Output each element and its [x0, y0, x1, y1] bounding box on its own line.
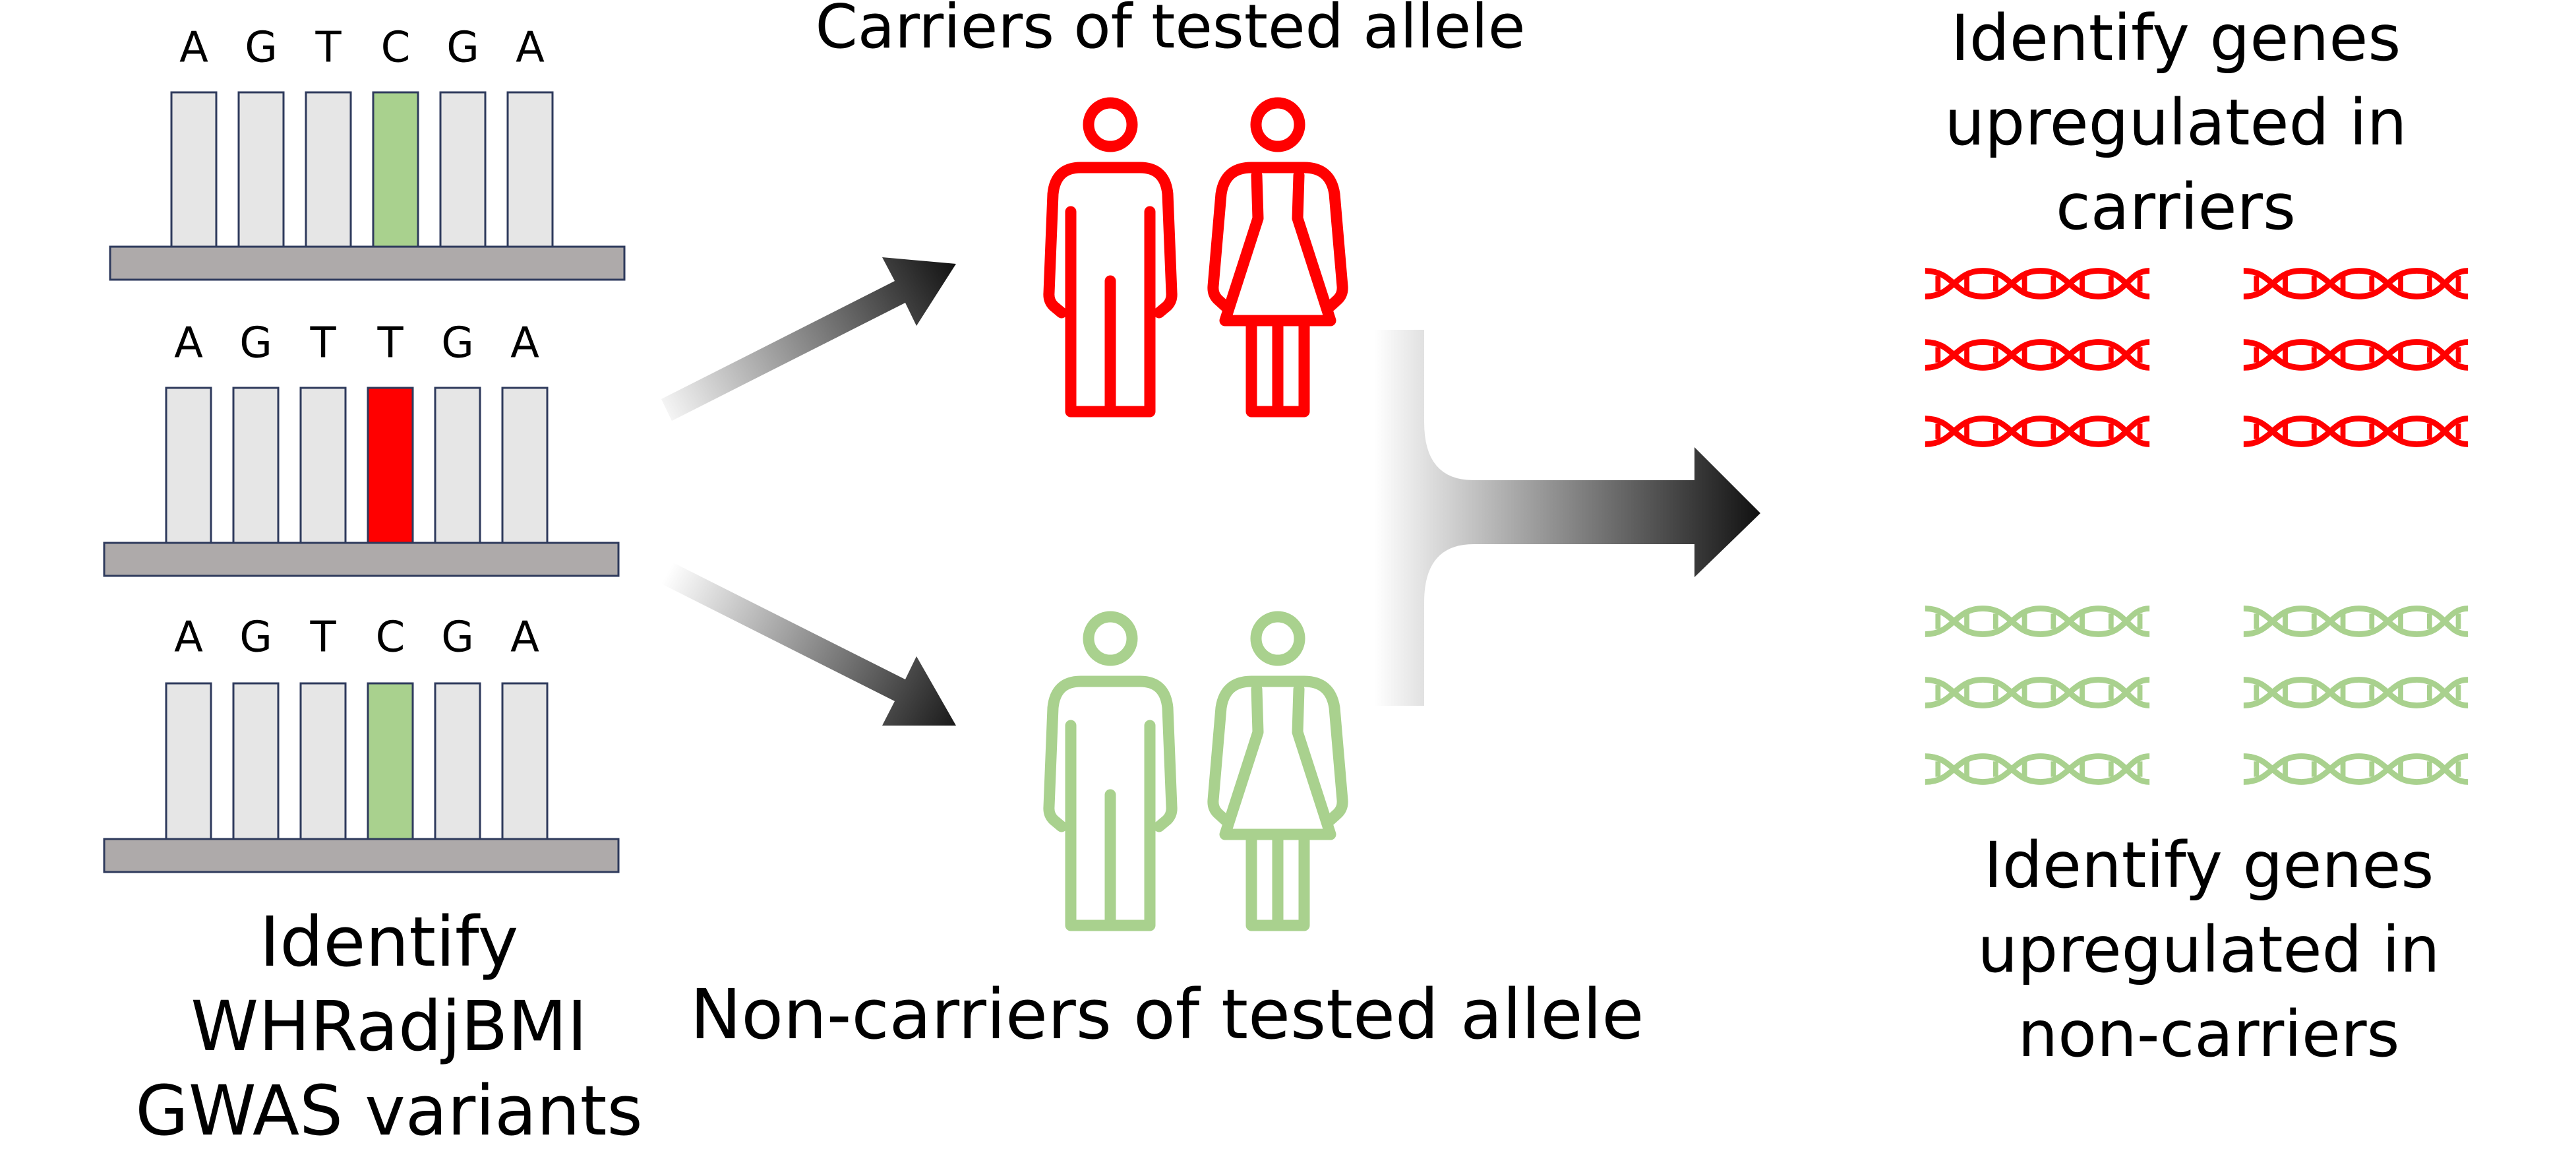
dna-helix-icon	[1925, 757, 2149, 782]
non-carriers-label: Non-carriers of tested allele	[653, 975, 1681, 1054]
variant-nucleotide-bar	[367, 387, 414, 544]
nucleotide-letter: C	[381, 24, 411, 73]
nucleotide-bar	[501, 387, 549, 544]
upregulated-non-carriers-line-1: Identify genes	[1983, 828, 2434, 902]
nucleotide-letter: C	[376, 613, 405, 662]
arrow-up-right-icon	[661, 257, 956, 421]
dna-helix-icon	[1925, 419, 2149, 445]
nucleotide-bar	[237, 91, 285, 248]
upregulated-non-carriers-label: Identify genes upregulated in non-carrie…	[1892, 823, 2525, 1076]
nucleotide-letter: A	[174, 613, 203, 662]
nucleotide-bar	[299, 682, 347, 840]
gwas-label-line-3: GWAS variants	[135, 1071, 643, 1151]
dna-helix-icon	[1925, 609, 2149, 635]
nucleotide-letter: A	[516, 24, 545, 73]
carriers-label: Carriers of tested allele	[659, 0, 1681, 63]
nucleotide-bar	[232, 387, 280, 544]
variant-nucleotide-bar	[367, 682, 414, 840]
carriers-label-text: Carriers of tested allele	[815, 0, 1526, 62]
nucleotide-letter: A	[179, 24, 208, 73]
sequence-base-bar	[109, 245, 626, 281]
sequence-base-bar	[103, 838, 620, 873]
dna-helix-icon	[2244, 680, 2468, 706]
nucleotide-letter: A	[174, 319, 203, 368]
arrow-down-right-icon	[661, 562, 956, 726]
nucleotide-letter: G	[239, 613, 272, 662]
nucleotide-bar	[305, 91, 352, 248]
nucleotide-letter: T	[309, 613, 336, 662]
variant-nucleotide-bar	[372, 91, 419, 248]
upregulated-carriers-line-1: Identify genes	[1950, 1, 2401, 75]
gwas-variants-label: Identify WHRadjBMI GWAS variants	[99, 900, 679, 1153]
sequence-base-bar	[103, 542, 620, 577]
dna-helix-icon	[2244, 419, 2468, 445]
merge-arrow-icon	[1375, 330, 1760, 706]
nucleotide-letter: A	[510, 319, 539, 368]
upregulated-non-carriers-line-3: non-carriers	[2018, 997, 2400, 1071]
dna-helix-icon	[1925, 680, 2149, 706]
nucleotide-letter: G	[441, 319, 474, 368]
gwas-label-line-1: Identify	[259, 902, 519, 982]
upregulated-carriers-line-2: upregulated in	[1944, 86, 2407, 160]
carrier-gene-helices	[1925, 271, 2468, 445]
nucleotide-bar	[434, 387, 481, 544]
woman-icon	[1213, 103, 1342, 412]
dna-helix-icon	[2244, 271, 2468, 297]
gwas-label-line-2: WHRadjBMI	[191, 986, 587, 1067]
nucleotide-bar	[501, 682, 549, 840]
carrier-people-group	[1049, 103, 1342, 412]
upregulated-non-carriers-line-2: upregulated in	[1977, 913, 2440, 987]
dna-helix-icon	[2244, 757, 2468, 782]
nucleotide-bar	[165, 682, 212, 840]
dna-helix-icon	[1925, 271, 2149, 297]
upregulated-carriers-line-3: carriers	[2055, 170, 2296, 244]
upregulated-carriers-label: Identify genes upregulated in carriers	[1859, 0, 2492, 249]
non-carriers-label-text: Non-carriers of tested allele	[690, 974, 1644, 1055]
man-icon	[1049, 103, 1172, 412]
nucleotide-letter: A	[510, 613, 539, 662]
nucleotide-bar	[434, 682, 481, 840]
non-carrier-gene-helices	[1925, 609, 2468, 782]
dna-helix-icon	[2244, 342, 2468, 368]
nucleotide-bar	[299, 387, 347, 544]
nucleotide-bar	[439, 91, 487, 248]
man-icon	[1049, 617, 1172, 925]
nucleotide-letter: T	[315, 24, 342, 73]
non-carrier-people-group	[1049, 617, 1342, 925]
nucleotide-bar	[232, 682, 280, 840]
nucleotide-bar	[165, 387, 212, 544]
nucleotide-bar	[506, 91, 554, 248]
dna-helix-icon	[1925, 342, 2149, 368]
nucleotide-letter: G	[446, 24, 479, 73]
nucleotide-letter: T	[309, 319, 336, 368]
nucleotide-letter: G	[245, 24, 278, 73]
woman-icon	[1213, 617, 1342, 925]
nucleotide-letter: T	[376, 319, 404, 368]
nucleotide-letter: G	[441, 613, 474, 662]
nucleotide-letter: G	[239, 319, 272, 368]
nucleotide-bar	[170, 91, 218, 248]
dna-helix-icon	[2244, 609, 2468, 635]
